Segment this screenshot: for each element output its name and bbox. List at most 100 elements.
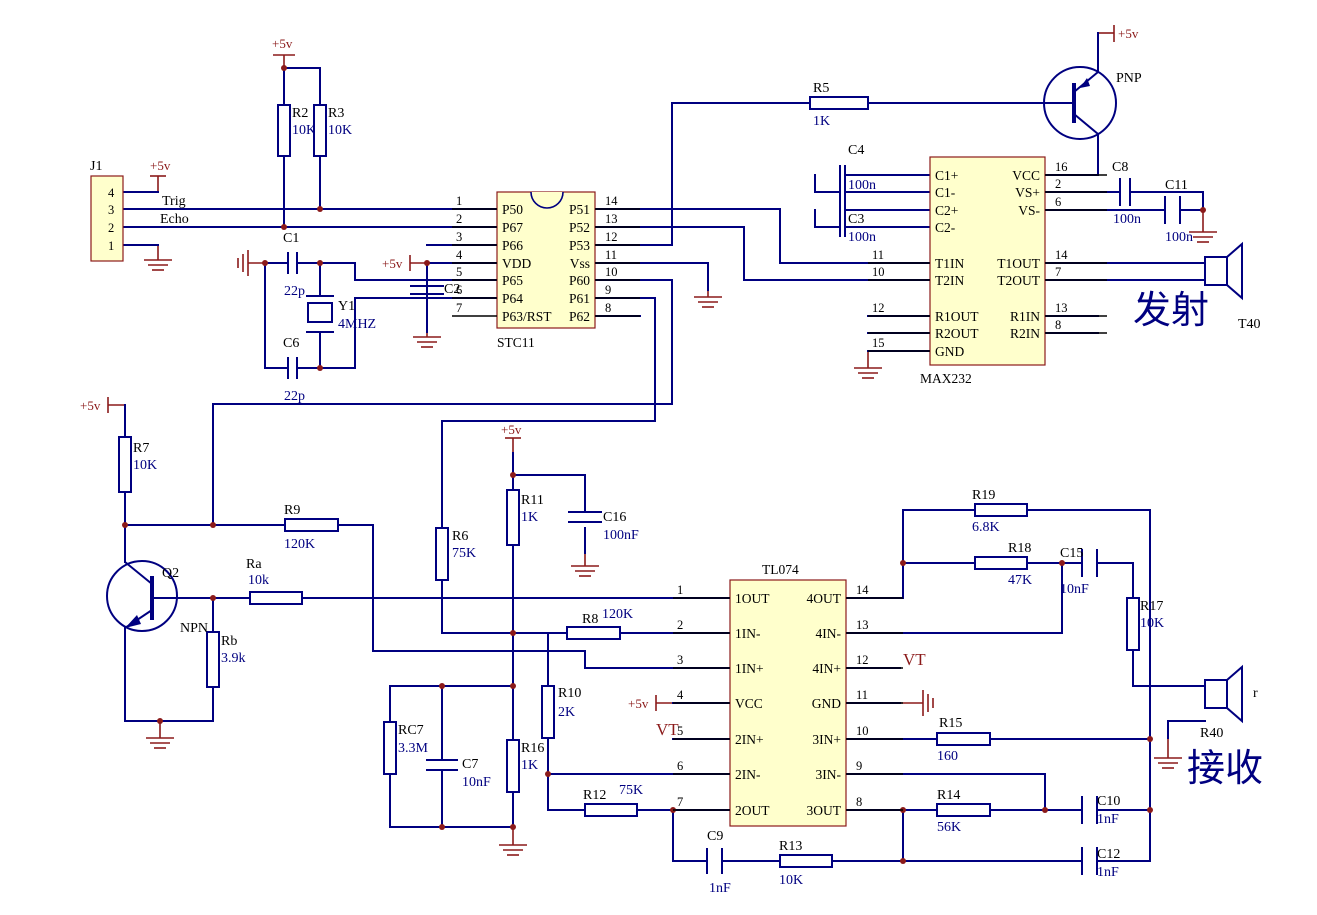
capacitor-value: 100nF	[603, 528, 639, 543]
capacitor-c15	[1081, 549, 1098, 577]
ground-icon	[694, 290, 722, 308]
resistor-r11	[506, 489, 520, 546]
resistor-value: 120K	[284, 537, 315, 552]
pin-name: 1OUT	[735, 591, 770, 606]
ground-icon	[1154, 738, 1182, 769]
connector-pin: 1	[108, 239, 114, 253]
capacitor-value: 100n	[848, 178, 876, 193]
resistor-r13	[779, 854, 833, 868]
resistor-r19	[974, 503, 1028, 517]
capacitor-c8	[1119, 178, 1131, 206]
pin-number: 11	[605, 248, 617, 262]
transistor-pnp: PNP	[1043, 60, 1142, 150]
connector-pin: 3	[108, 203, 114, 217]
pin-name: C2+	[935, 203, 958, 218]
pin-name: 2IN-	[735, 767, 761, 782]
ground-icon	[237, 250, 265, 276]
capacitor-c10	[1081, 796, 1098, 824]
pin-name: P61	[569, 291, 590, 306]
pin-name: P65	[502, 273, 523, 288]
resistor-value: 75K	[452, 546, 476, 561]
pin-number: 12	[856, 653, 869, 667]
echo-net-label: Echo	[160, 212, 189, 227]
pin-number: 2	[1055, 177, 1061, 191]
resistor-ref: R16	[521, 741, 544, 756]
vcc-label: +5v	[1118, 26, 1139, 41]
pin-number: 10	[605, 265, 618, 279]
resistor-r14	[936, 803, 991, 817]
transducer-ref: R40	[1200, 726, 1223, 741]
pin-name: 1IN-	[735, 626, 761, 641]
resistor-value: 75K	[619, 783, 643, 798]
resistor-value: 10K	[328, 123, 352, 138]
resistor-ref: R3	[328, 106, 344, 121]
resistor-r7	[118, 436, 132, 493]
pin-name: 3IN+	[812, 732, 841, 747]
pin-number: 15	[872, 336, 885, 350]
chip-tl074: TL074 11OUT21IN-31IN+4VCC52IN+62IN-72OUT…	[673, 562, 903, 827]
resistor-r6	[435, 527, 449, 581]
pin-name: P53	[569, 238, 590, 253]
pin-name: 4OUT	[807, 591, 842, 606]
resistor-value: 1K	[521, 758, 538, 773]
ground-icon	[900, 690, 934, 716]
resistor-value: 47K	[1008, 573, 1032, 588]
resistor-value: 3.3M	[398, 741, 429, 756]
pin-name: GND	[935, 344, 964, 359]
pin-number: 13	[1055, 301, 1068, 315]
capacitor-value: 100n	[1113, 212, 1141, 227]
resistor-value: 10K	[779, 873, 803, 888]
pin-name: VS-	[1018, 203, 1040, 218]
ground-icon	[1189, 210, 1217, 243]
pin-name: VDD	[502, 256, 531, 271]
transducer-rx: r R40 接收	[1187, 664, 1263, 790]
pin-name: P64	[502, 291, 523, 306]
pin-name: P67	[502, 220, 523, 235]
resistor-value: 160	[937, 749, 958, 764]
capacitor-value: 100n	[1165, 230, 1193, 245]
ground-icon	[144, 245, 172, 271]
capacitor-c1	[280, 252, 305, 274]
pin-number: 14	[605, 194, 618, 208]
resistor-ref: R6	[452, 529, 468, 544]
resistor-ref: R8	[582, 612, 598, 627]
capacitor-ref: C6	[283, 336, 299, 351]
capacitor-value: 1nF	[709, 881, 731, 896]
capacitor-value: 1nF	[1097, 812, 1119, 827]
capacitor-c3	[839, 200, 846, 237]
resistor-value: 10K	[133, 458, 157, 473]
pin-number: 7	[1055, 265, 1061, 279]
capacitor-ref: C3	[848, 212, 864, 227]
resistor-value: 2K	[558, 705, 575, 720]
ground-symbols	[144, 210, 1217, 856]
connector-ref: J1	[90, 159, 102, 174]
resistor-rb	[206, 631, 220, 688]
pin-name: T1IN	[935, 256, 964, 271]
transistor-ref: Q2	[162, 566, 179, 581]
resistor-ref: R19	[972, 488, 995, 503]
resistor-ref: R5	[813, 81, 829, 96]
capacitor-ref: C9	[707, 829, 723, 844]
pin-name: C1+	[935, 168, 958, 183]
pin-number: 3	[677, 653, 683, 667]
pin-name: VS+	[1015, 185, 1040, 200]
pin-name: R2OUT	[935, 326, 979, 341]
pin-name: 4IN-	[816, 626, 842, 641]
transistor-type: NPN	[180, 621, 208, 636]
resistor-ref: R7	[133, 441, 149, 456]
resistor-r18	[974, 556, 1028, 570]
capacitor-ref: C10	[1097, 794, 1120, 809]
pin-number: 1	[677, 583, 683, 597]
pin-name: 1IN+	[735, 661, 764, 676]
capacitor-c6	[280, 357, 305, 379]
trig-net-label: Trig	[162, 194, 186, 209]
pin-name: 2IN+	[735, 732, 764, 747]
resistor-value: 10k	[248, 573, 269, 588]
resistor-r12	[584, 803, 638, 817]
chip-name: TL074	[762, 562, 799, 577]
vcc-label: +5v	[382, 256, 403, 271]
resistor-r2	[277, 104, 291, 157]
pin-number: 2	[677, 618, 683, 632]
pin-number: 12	[605, 230, 618, 244]
